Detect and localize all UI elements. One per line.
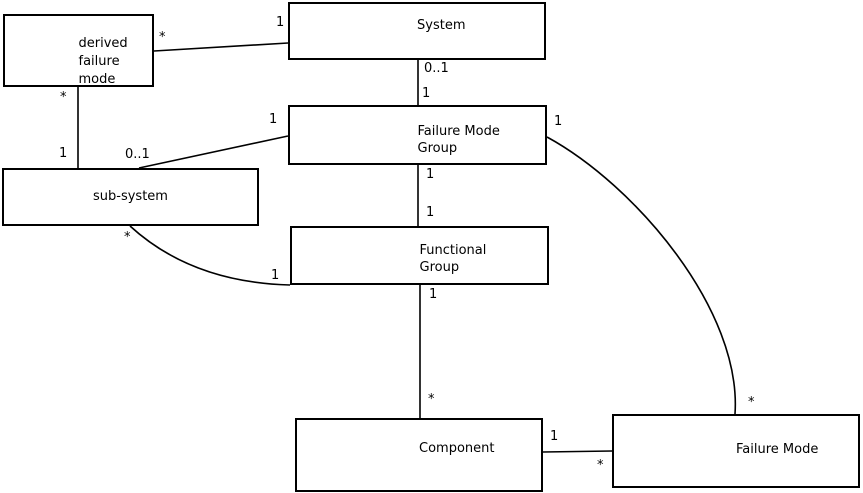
class-box-sub-system: sub-system — [2, 168, 259, 226]
connection-failure-mode-group-sub-system — [138, 135, 289, 169]
multiplicity-sub-system-functional-group-src: * — [124, 230, 131, 245]
class-box-functional-group: Functional Group — [290, 226, 549, 285]
class-label-failure-mode: Failure Mode — [736, 442, 819, 457]
class-box-failure-mode: Failure Mode — [612, 414, 860, 488]
multiplicity-failure-mode-group-failure-mode-src: 1 — [554, 114, 563, 129]
class-box-failure-mode-group: Failure Mode Group — [288, 105, 547, 165]
multiplicity-functional-group-component-src: 1 — [429, 287, 438, 302]
multiplicity-failure-mode-group-sub-system-src: 1 — [269, 112, 278, 127]
multiplicity-sub-system-functional-group-tgt: 1 — [271, 268, 280, 283]
multiplicity-failure-mode-group-sub-system-tgt: 0..1 — [125, 147, 150, 162]
class-label-sub-system: sub-system — [93, 189, 168, 204]
multiplicity-system-failure-mode-group-src: 0..1 — [424, 61, 449, 76]
class-label-functional-group: Functional Group — [419, 243, 487, 275]
multiplicity-derived-failure-mode-sub-system-src: * — [60, 90, 67, 105]
class-label-component: Component — [419, 441, 495, 456]
multiplicity-derived-failure-mode-sub-system-tgt: 1 — [59, 146, 68, 161]
class-label-failure-mode-group: Failure Mode Group — [417, 124, 500, 156]
class-label-system: System — [417, 18, 466, 33]
class-box-derived-failure-mode: derived failure mode — [3, 14, 154, 87]
class-label-derived-failure-mode: derived failure mode — [78, 36, 128, 87]
multiplicity-component-failure-mode-src: 1 — [550, 429, 559, 444]
connection-derived-failure-mode-system — [153, 42, 289, 52]
class-box-system: System — [288, 2, 546, 60]
multiplicity-failure-mode-group-failure-mode-tgt: * — [748, 395, 755, 410]
multiplicity-functional-group-component-tgt: * — [428, 392, 435, 407]
multiplicity-failure-mode-group-functional-group-src: 1 — [426, 167, 435, 182]
multiplicity-system-failure-mode-group-tgt: 1 — [422, 86, 431, 101]
connection-component-failure-mode — [542, 450, 613, 453]
multiplicity-derived-failure-mode-system-src: * — [159, 30, 166, 45]
class-box-component: Component — [295, 418, 543, 492]
connection-failure-mode-group-failure-mode — [546, 136, 737, 415]
multiplicity-failure-mode-group-functional-group-tgt: 1 — [426, 205, 435, 220]
connection-sub-system-functional-group — [129, 225, 291, 286]
multiplicity-component-failure-mode-tgt: * — [597, 458, 604, 473]
multiplicity-derived-failure-mode-system-tgt: 1 — [276, 15, 285, 30]
